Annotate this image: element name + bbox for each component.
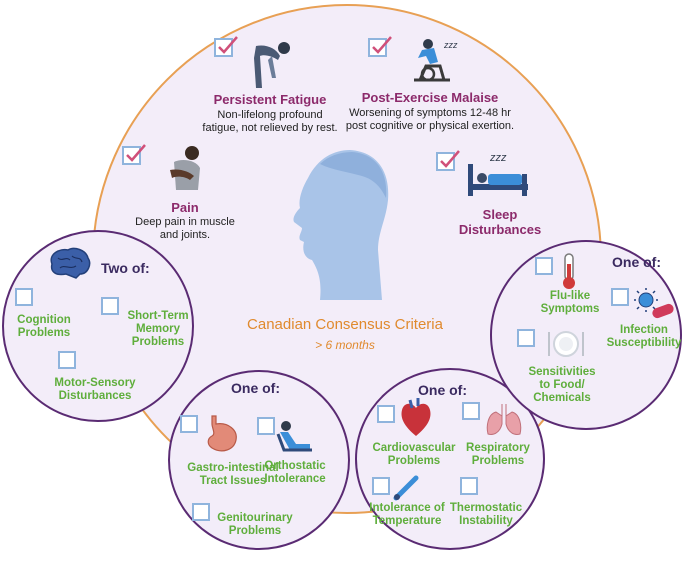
cardiovascular-checkbox[interactable]: [377, 405, 395, 423]
neuro-header: Two of:: [101, 260, 150, 276]
flu-like-checkbox[interactable]: [535, 257, 553, 275]
post-exercise-malaise-title: Post-Exercise Malaise: [361, 90, 499, 105]
stomach-icon: [207, 415, 237, 452]
cognition-checkbox[interactable]: [15, 288, 33, 306]
checkbox-checked-icon: [214, 36, 238, 57]
short-term-memory-checkbox[interactable]: [101, 297, 119, 315]
sensitivities-checkbox[interactable]: [517, 329, 535, 347]
temperature-intolerance-checkbox[interactable]: [372, 477, 390, 495]
person-holding-stomach-icon: [170, 146, 200, 190]
immune-circle: [490, 240, 682, 430]
head-profile-icon: [293, 150, 389, 300]
main-subtitle: > 6 months: [315, 338, 375, 352]
gastro-checkbox[interactable]: [180, 415, 198, 433]
genitourinary-checkbox[interactable]: [192, 503, 210, 521]
brain-icon: [50, 247, 91, 279]
motor-sensory-checkbox[interactable]: [58, 351, 76, 369]
thermometer-icon: [393, 475, 419, 501]
sleep-disturbances-title: Sleep Disturbances: [458, 207, 542, 237]
main-title: Canadian Consensus Criteria: [247, 316, 443, 333]
lungs-icon: [486, 404, 522, 435]
heart-icon: [401, 398, 431, 436]
neurological-circle: [2, 230, 194, 422]
thermostatic-checkbox[interactable]: [460, 477, 478, 495]
checkbox-checked-icon: [122, 144, 146, 165]
pain-title: Pain: [171, 200, 199, 215]
gi-header: One of:: [231, 380, 280, 396]
exercise-bike-icon: zzz: [414, 39, 458, 82]
checkbox-checked-icon: [436, 150, 460, 171]
reclining-chair-icon: [276, 421, 312, 452]
plate-fork-knife-icon: [548, 331, 584, 357]
bed-icon: [468, 164, 528, 196]
orthostatic-checkbox[interactable]: [257, 417, 275, 435]
respiratory-checkbox[interactable]: [462, 402, 480, 420]
bacteria-virus-icon: [634, 288, 674, 319]
persistent-fatigue-title: Persistent Fatigue: [213, 92, 327, 107]
svg-text:zzz: zzz: [443, 40, 458, 50]
bent-over-person-icon: [254, 42, 290, 88]
zzz-label: zzz: [490, 152, 507, 164]
cardio-circle: [355, 368, 545, 550]
infection-checkbox[interactable]: [611, 288, 629, 306]
thermometer-icon: [563, 253, 575, 289]
checkbox-checked-icon: [368, 36, 392, 57]
immune-header: One of:: [612, 254, 661, 270]
cardio-header: One of:: [418, 382, 467, 398]
